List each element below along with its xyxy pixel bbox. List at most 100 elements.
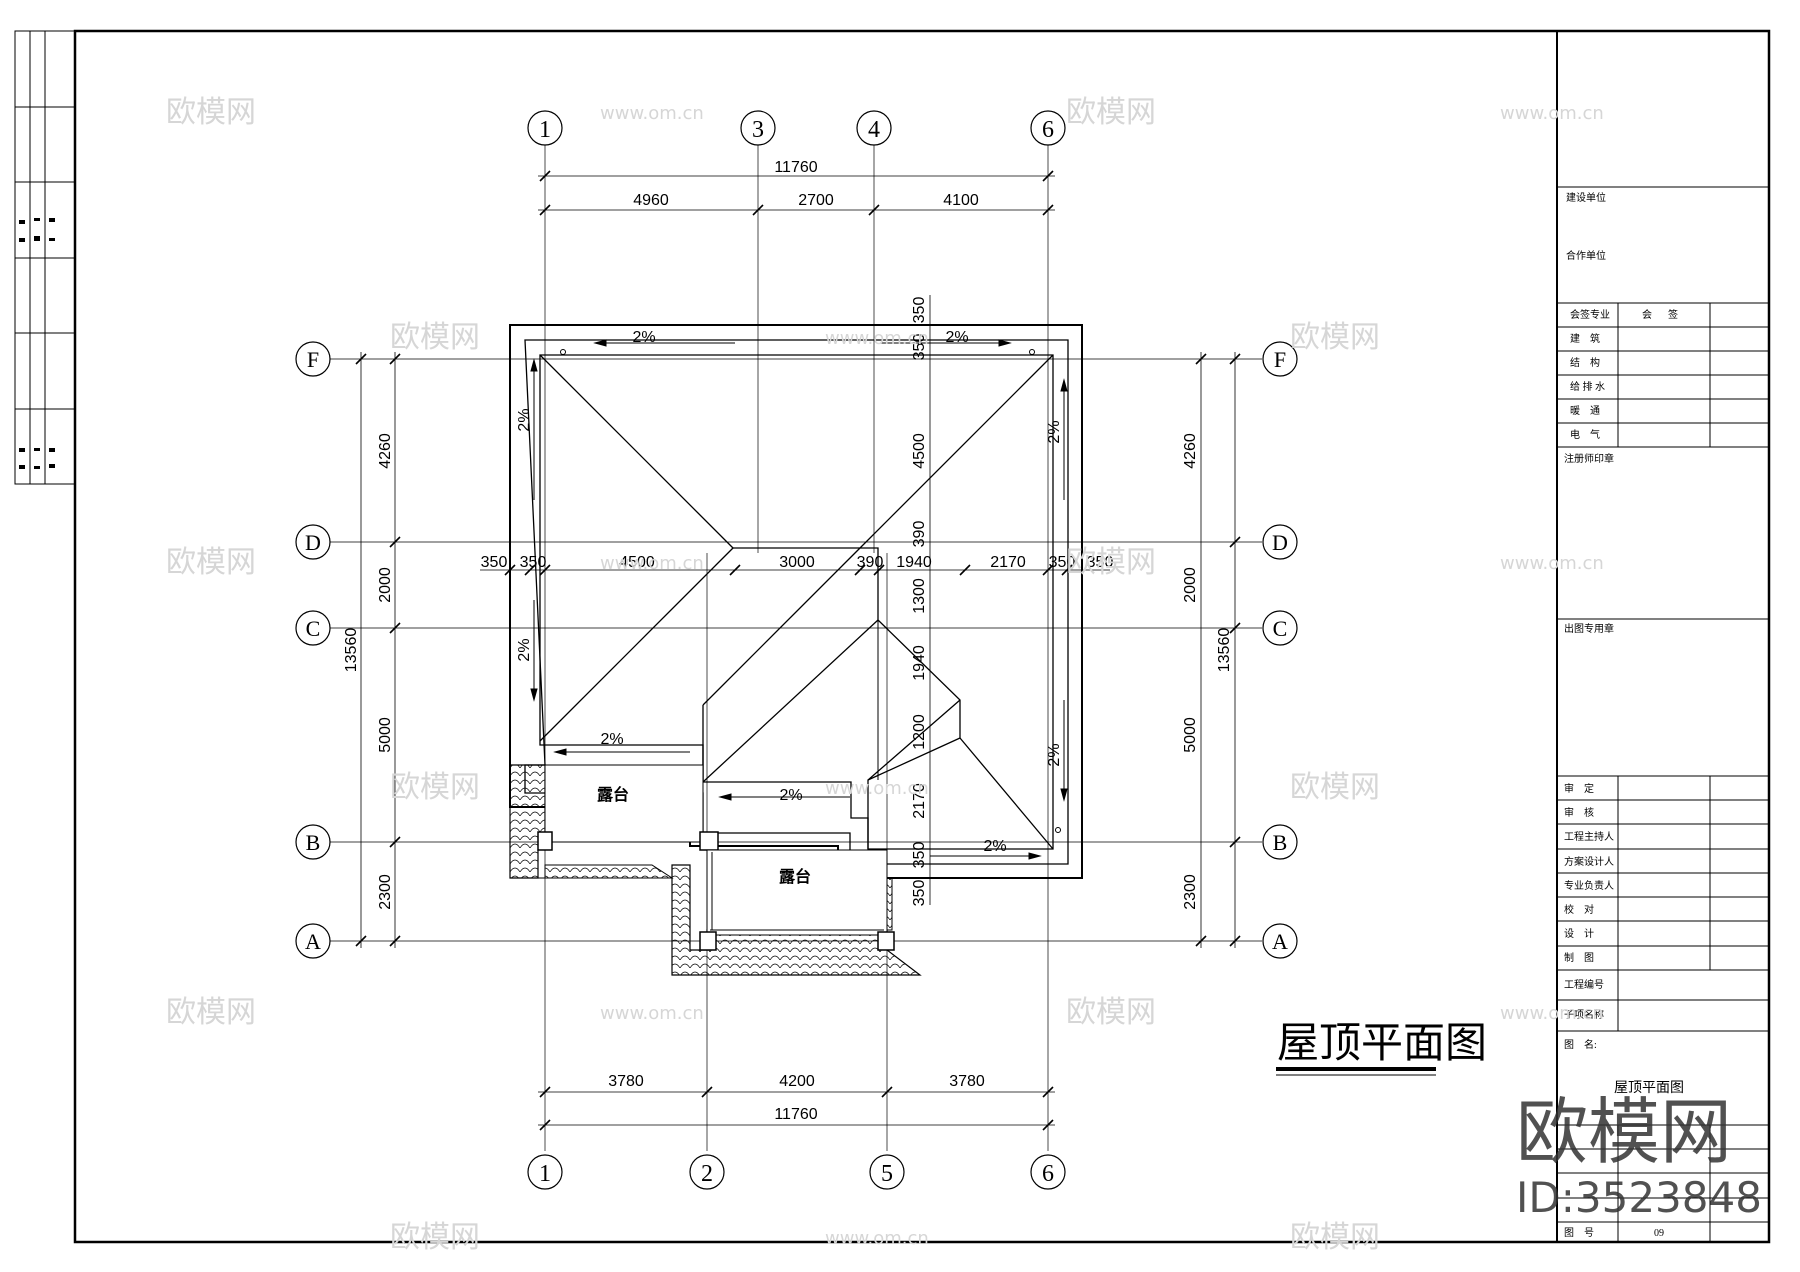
svg-text:C: C <box>306 616 321 641</box>
axis-bubble-left-B: B <box>295 824 331 860</box>
terraces: 露台 露台 <box>537 764 895 951</box>
slope-labels: 2% 2% 2% 2% 2% 2% 2% 2% 2% <box>516 329 1063 855</box>
axis-bubble-top-4: 4 <box>856 110 892 146</box>
svg-text:2: 2 <box>701 1161 713 1187</box>
dim-left-seg-1: 4260 <box>377 433 394 469</box>
axis-bubbles: 1 3 4 6 1 2 5 6 F D C B A F D C B A <box>295 110 1298 1190</box>
dim-top-seg-2: 2700 <box>798 192 834 209</box>
dimension-ticks <box>355 170 1241 1131</box>
dim-left-seg-2: 2000 <box>377 567 394 603</box>
watermark-logo-4: 欧模网 <box>1290 320 1380 355</box>
dim-bottom-seg-1: 3780 <box>608 1073 644 1090</box>
sign-row-hvac: 暖 通 <box>1570 404 1600 417</box>
svg-text:B: B <box>1273 830 1288 855</box>
watermark-logo-10: 欧模网 <box>1066 995 1156 1030</box>
svg-text:D: D <box>305 530 321 555</box>
sign-header-discipline: 会签专业 <box>1570 308 1610 321</box>
dim-d-350-c: 350 <box>1049 554 1076 571</box>
axis-bubble-left-C: C <box>295 610 331 646</box>
dimension-lines <box>360 175 1236 1126</box>
axis-bubble-right-B: B <box>1262 824 1298 860</box>
svg-text:B: B <box>306 830 321 855</box>
dim-v-1200: 1200 <box>911 714 928 750</box>
dimension-text: 11760 4960 2700 4100 3780 4200 3780 1176… <box>343 159 1233 1123</box>
dim-top-seg-3: 4100 <box>943 192 979 209</box>
dim-bottom-seg-3: 3780 <box>949 1073 985 1090</box>
dim-top-total: 11760 <box>774 159 817 176</box>
watermark-logo-11: 欧模网 <box>390 1220 480 1255</box>
svg-text:D: D <box>1272 530 1288 555</box>
watermark-logo-5: 欧模网 <box>166 545 256 580</box>
watermark-url-6: www.om.cn <box>825 778 929 799</box>
watermark-url-3: www.om.cn <box>825 328 929 349</box>
sign-row-elec: 电 气 <box>1570 428 1600 441</box>
axis-bubble-right-A: A <box>1262 923 1298 959</box>
watermark-logo-2: 欧模网 <box>1066 95 1156 130</box>
grid-lines <box>330 145 1262 1151</box>
sheet-no-label: 图 号 <box>1564 1227 1594 1239</box>
project-no-label: 工程编号 <box>1564 978 1604 991</box>
slope-label-left-lower: 2% <box>516 638 533 661</box>
watermark-logo-1: 欧模网 <box>166 95 256 130</box>
role-project-lead: 工程主持人 <box>1564 830 1614 843</box>
axis-bubble-bottom-1: 1 <box>527 1154 563 1190</box>
watermark-logo-7: 欧模网 <box>390 770 480 805</box>
watermarks: 欧模网 欧模网 欧模网 欧模网 欧模网 欧模网 欧模网 欧模网 欧模网 欧模网 … <box>166 95 1604 1255</box>
axis-bubble-top-6: 6 <box>1030 110 1066 146</box>
role-check: 校 对 <box>1564 903 1594 916</box>
sign-header-qian: 签 <box>1668 308 1678 321</box>
dim-right-total: 13560 <box>1216 628 1233 673</box>
dim-left-seg-3: 5000 <box>377 717 394 753</box>
axis-bubble-top-1: 1 <box>527 110 563 146</box>
dim-bottom-total: 11760 <box>774 1106 817 1123</box>
slope-label-left-upper: 2% <box>516 408 533 431</box>
axis-bubble-right-D: D <box>1262 524 1298 560</box>
dim-v-1940: 1940 <box>911 645 928 681</box>
axis-bubble-bottom-5: 5 <box>869 1154 905 1190</box>
drawing-seal-label: 出图专用章 <box>1564 622 1614 635</box>
slope-label-right-upper: 2% <box>1046 420 1063 443</box>
dim-v-2170: 2170 <box>911 783 928 819</box>
watermark-url-9: www.om.cn <box>825 1228 929 1249</box>
terrace-label-upper: 露台 <box>597 785 629 804</box>
role-scheme-designer: 方案设计人 <box>1564 855 1614 868</box>
dim-d-2170: 2170 <box>990 554 1026 571</box>
svg-text:5: 5 <box>881 1161 893 1187</box>
coop-unit-label: 合作单位 <box>1566 249 1606 262</box>
svg-text:3: 3 <box>752 117 764 143</box>
dim-left-seg-4: 2300 <box>377 874 394 910</box>
watermark-logo-9: 欧模网 <box>166 995 256 1030</box>
drawing-name-label: 图 名: <box>1564 1038 1597 1051</box>
watermark-url-8: www.om.cn <box>1500 1003 1604 1024</box>
svg-text:1: 1 <box>539 117 551 143</box>
dim-d-1940: 1940 <box>896 554 932 571</box>
svg-text:6: 6 <box>1042 1161 1054 1187</box>
svg-text:C: C <box>1273 616 1288 641</box>
dim-d-350-b: 350 <box>520 554 547 571</box>
title-block: 建设单位 合作单位 会签专业 会 签 建 筑 结 构 给 排 水 暖 通 电 气… <box>1556 31 1769 1242</box>
role-approve: 审 定 <box>1564 782 1594 795</box>
dim-right-seg-2: 2000 <box>1182 567 1199 603</box>
axis-bubble-right-F: F <box>1262 341 1298 377</box>
svg-text:F: F <box>307 347 319 372</box>
axis-bubble-top-3: 3 <box>740 110 776 146</box>
drawing-title: 屋顶平面图 <box>1276 1021 1487 1076</box>
sign-row-arch: 建 筑 <box>1570 332 1600 345</box>
dim-v-390: 390 <box>911 521 928 548</box>
slope-arrows <box>530 339 1068 860</box>
sheet-frame <box>14 29 1771 1244</box>
watermark-url-2: www.om.cn <box>1500 103 1604 124</box>
dim-left-total: 13560 <box>343 628 360 673</box>
svg-text:A: A <box>305 929 321 954</box>
slope-label-bottom-left: 2% <box>600 731 623 748</box>
axis-bubble-left-F: F <box>295 341 331 377</box>
watermark-url-4: www.om.cn <box>600 553 704 574</box>
dim-d-3000: 3000 <box>779 554 815 571</box>
watermark-logo-8: 欧模网 <box>1290 770 1380 805</box>
dim-bottom-seg-2: 4200 <box>779 1073 815 1090</box>
dim-v-350-c: 350 <box>911 842 928 869</box>
axis-bubble-left-D: D <box>295 524 331 560</box>
axis-bubble-right-C: C <box>1262 610 1298 646</box>
dim-right-seg-3: 5000 <box>1182 717 1199 753</box>
